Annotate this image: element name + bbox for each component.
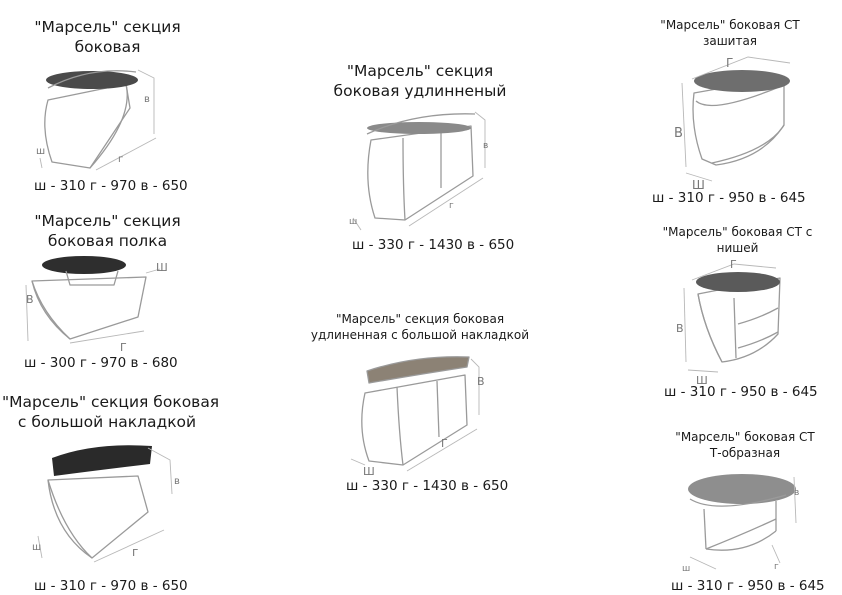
height-label: В bbox=[477, 375, 485, 388]
width-label: Ш bbox=[692, 178, 705, 192]
height-label: В bbox=[26, 293, 34, 306]
depth-label: Г bbox=[441, 437, 448, 450]
width-label: ш bbox=[682, 564, 690, 574]
depth-label: Г bbox=[120, 341, 127, 354]
width-label: Ш bbox=[696, 374, 708, 387]
tabletop bbox=[688, 474, 796, 504]
product-dimensions: ш - 310 г - 970 в - 650 bbox=[34, 578, 188, 594]
tabletop bbox=[42, 256, 126, 274]
product-dimensions: ш - 330 г - 1430 в - 650 bbox=[346, 478, 509, 494]
tabletop bbox=[367, 122, 471, 134]
product-title: "Марсель" боковая СТ с нишей bbox=[662, 225, 813, 255]
product-dimensions: ш - 330 г - 1430 в - 650 bbox=[352, 237, 515, 253]
product-title: "Марсель" секция боковая удлиненная с бо… bbox=[310, 312, 530, 342]
height-label: в bbox=[794, 488, 799, 498]
product-title: "Марсель" боковая СТ зашитая bbox=[660, 18, 800, 48]
product-drawing: в г ш bbox=[32, 445, 180, 563]
product-title: "Марсель" секция боковая с большой накла… bbox=[2, 393, 220, 432]
depth-label: Г bbox=[726, 56, 733, 70]
product-dimensions: ш - 310 г - 970 в - 650 bbox=[34, 178, 188, 194]
tabletop bbox=[46, 71, 138, 89]
width-label: Ш bbox=[156, 261, 168, 274]
width-label: Ш bbox=[363, 465, 375, 478]
product-dimensions: ш - 310 г - 950 в - 645 bbox=[671, 578, 825, 594]
tabletop bbox=[696, 272, 780, 292]
height-label: в bbox=[144, 94, 150, 105]
product-title: "Марсель" боковая СТ Т-образная bbox=[675, 430, 815, 460]
tabletop bbox=[694, 70, 790, 92]
product-title: "Марсель" секция боковая полка bbox=[34, 212, 181, 251]
width-label: ш bbox=[36, 146, 45, 157]
width-label: ш bbox=[349, 217, 357, 227]
depth-label: г bbox=[118, 154, 123, 165]
height-label: в bbox=[174, 476, 180, 487]
product-title: "Марсель" секция боковая bbox=[34, 18, 181, 57]
height-label: В bbox=[676, 322, 684, 335]
depth-label: г bbox=[132, 545, 138, 559]
height-label: В bbox=[674, 126, 683, 141]
product-dimensions: ш - 310 г - 950 в - 645 bbox=[652, 190, 806, 206]
product-drawing: в г ш bbox=[349, 111, 488, 231]
depth-label: Г bbox=[730, 258, 737, 271]
product-drawing: в г ш bbox=[36, 69, 157, 171]
product-drawing: Г В Ш bbox=[674, 56, 791, 192]
product-title: "Марсель" секция боковая удлинненый bbox=[333, 62, 507, 101]
product-drawing: в ш г bbox=[682, 474, 799, 574]
width-label: ш bbox=[32, 542, 41, 553]
product-drawing: Г В Ш bbox=[676, 258, 781, 387]
tabletop bbox=[367, 356, 469, 383]
depth-label: г bbox=[449, 201, 454, 211]
depth-label: г bbox=[774, 562, 779, 572]
height-label: в bbox=[483, 141, 488, 151]
product-drawing: В Г Ш bbox=[25, 256, 168, 354]
product-dimensions: ш - 300 г - 970 в - 680 bbox=[24, 355, 178, 371]
tabletop bbox=[52, 445, 152, 476]
product-drawing: В Г Ш bbox=[350, 356, 485, 478]
product-dimensions: ш - 310 г - 950 в - 645 bbox=[664, 384, 818, 400]
